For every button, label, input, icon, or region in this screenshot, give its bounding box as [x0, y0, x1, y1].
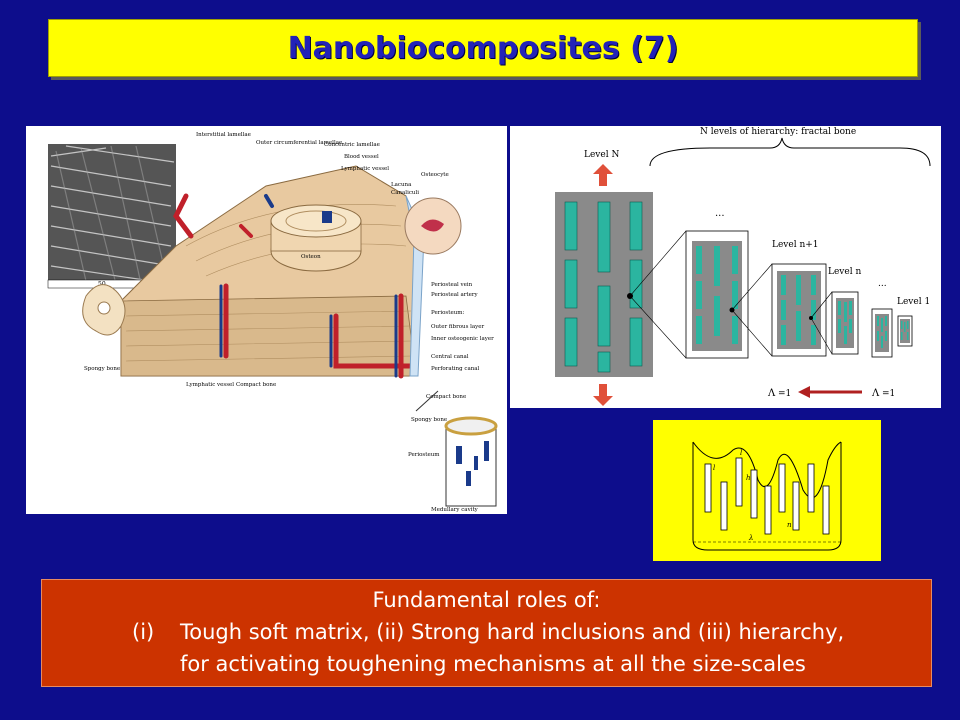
label-lymphatic-top: Lymphatic vessel [341, 166, 389, 172]
label-perforating-canal: Perforating canal [431, 366, 480, 372]
dots-label-1: ... [715, 208, 725, 219]
connector-line [415, 390, 439, 412]
sketch-label-3: h [746, 474, 751, 482]
label-outer-circ: Outer circumferential lamellae [256, 140, 342, 146]
hierarchy-figure: N levels of hierarchy: fractal bone Leve… [510, 126, 941, 408]
label-lacuna: Lacuna [391, 182, 412, 188]
level-n-label: Level n [828, 267, 861, 277]
long-bone [445, 425, 497, 507]
label-periosteal-vein: Periosteal vein [431, 282, 473, 288]
micrograph-image [48, 144, 176, 286]
eq-left-symbol: Λ [767, 388, 776, 399]
level-tiny-inclusions [877, 316, 887, 348]
dots-label-2: ... [878, 279, 887, 289]
left-arrow-icon [798, 386, 810, 398]
label-periosteal-artery: Periosteal artery [431, 292, 478, 298]
label-medullary-cavity: Medullary cavity [431, 507, 479, 513]
caption-line-2: for activating toughening mechanisms at … [180, 652, 806, 676]
spongy-bone-shape [82, 284, 126, 336]
caption-line-1: (i) Tough soft matrix, (ii) Strong hard i… [132, 620, 844, 644]
long-bone-top [444, 416, 498, 436]
sketch-label-4: λ [748, 534, 753, 542]
blood-vessels [173, 193, 419, 379]
inclusion-bars [704, 457, 830, 535]
level-1-label: Level 1 [897, 297, 930, 307]
label-central-canal: Central canal [431, 354, 469, 360]
level-small-inclusions [838, 301, 852, 344]
label-outer-fibrous: Outer fibrous layer [431, 324, 485, 330]
osteon-top [270, 204, 362, 238]
label-periosteum-2: Periosteum [408, 452, 440, 458]
label-compact-bone: Compact bone [236, 382, 276, 388]
hierarchy-diagram: N levels of hierarchy: fractal bone Leve… [555, 127, 931, 406]
crack-sketch-figure: l l h λ n [653, 420, 881, 561]
label-periosteum: Periosteum: [431, 310, 464, 316]
zoom-lines-1 [629, 230, 687, 359]
crack-sketch: l l h λ n [692, 441, 842, 551]
label-osteon: Osteon [301, 254, 321, 260]
eq-left-value: =1 [778, 389, 791, 399]
label-canaliculi: Canaliculi [391, 190, 419, 196]
hierarchy-brace-label: N levels of hierarchy: fractal bone [700, 127, 856, 137]
central-canal-vessel [322, 211, 332, 223]
label-concentric: Concentric lamellae [324, 142, 380, 148]
label-inner-osteogenic: Inner osteogenic layer [431, 336, 494, 342]
lamellae-lines [125, 204, 414, 362]
level-n-inclusions [564, 201, 643, 373]
level-n-top-label: Level N [584, 150, 619, 160]
long-bone-marks [456, 441, 489, 486]
slide-title: Nanobiocomposites (7) [287, 30, 679, 66]
label-osteocyte: Osteocyte [421, 172, 449, 178]
bone-illustration: 50 [47, 132, 498, 513]
up-arrow-icon [593, 164, 613, 186]
zoom-lines-3 [810, 291, 833, 355]
down-arrow-icon [593, 384, 613, 406]
caption-box: Fundamental roles of: (i) Tough soft matr… [41, 579, 932, 687]
label-compact-bone-2: Compact bone [426, 394, 466, 400]
label-spongy-bone-2: Spongy bone [411, 417, 447, 423]
label-interstitial: Interstitial lamellae [196, 132, 251, 138]
bone-structure-figure: 50 [26, 126, 507, 514]
caption-line-1-text: Tough soft matrix, (ii) Strong hard incl… [180, 620, 845, 644]
caption-item-number: (i) [132, 620, 155, 644]
zoom-lines-2 [731, 263, 773, 357]
eq-right-symbol: Λ [871, 388, 880, 399]
caption-heading: Fundamental roles of: [372, 588, 601, 612]
matrix-outline [692, 442, 842, 551]
crack-profile [692, 441, 842, 499]
label-lymphatic-vessel: Lymphatic vessel [186, 382, 234, 388]
level-n-small-inclusions [781, 275, 816, 345]
label-spongy-bone: Spongy bone [84, 366, 120, 372]
micrograph-texture [50, 145, 175, 285]
label-blood-vessel: Blood vessel [344, 154, 379, 160]
osteocyte-cell [421, 219, 444, 232]
sketch-label-1: l [713, 464, 715, 472]
sketch-label-2: l [740, 449, 742, 457]
hierarchy-brace [649, 137, 931, 167]
title-bar: Nanobiocomposites (7) [48, 19, 918, 77]
eq-right-value: =1 [882, 389, 895, 399]
level-1-inclusions [901, 321, 909, 340]
level-n1-inclusions [696, 246, 738, 344]
osteon-ring [285, 210, 347, 232]
level-n1-label: Level n+1 [772, 240, 819, 250]
sketch-label-5: n [787, 521, 792, 529]
